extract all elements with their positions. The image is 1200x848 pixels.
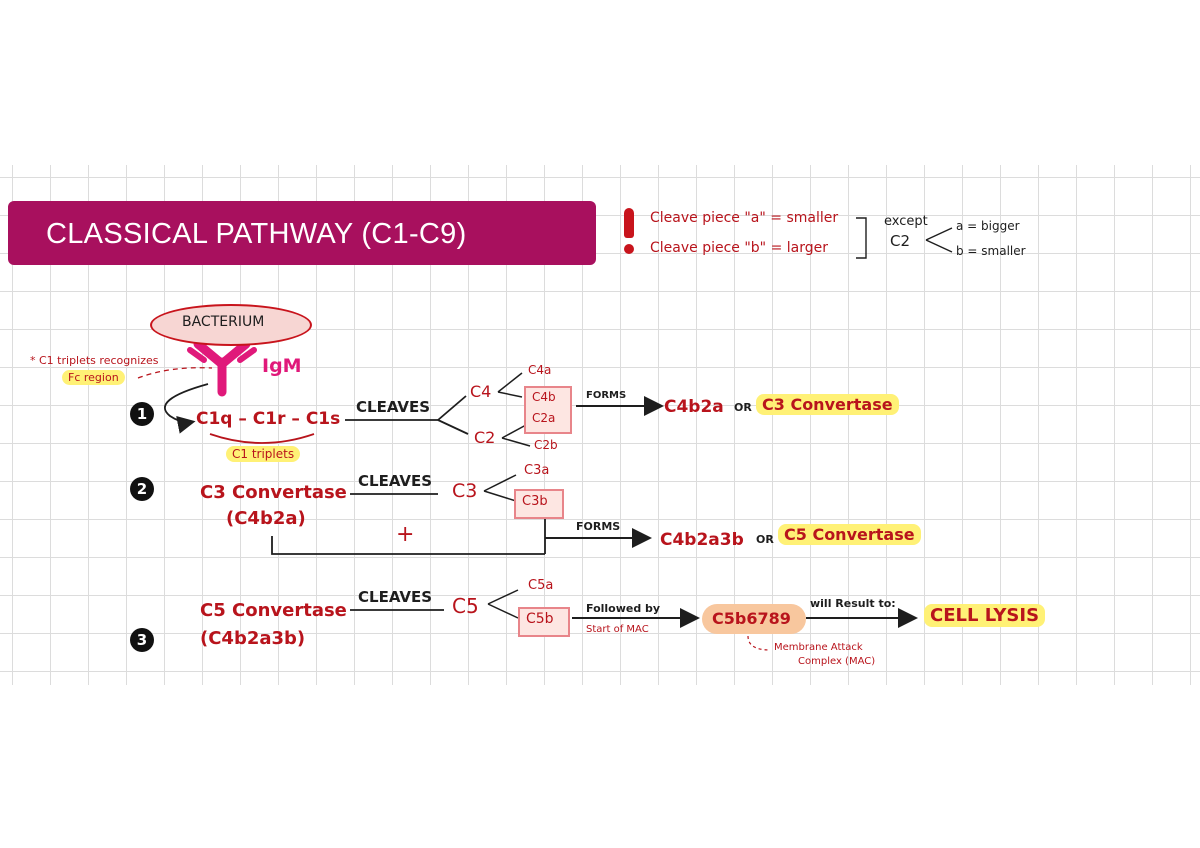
- result-label: will Result to:: [810, 597, 896, 610]
- c5a-label: C5a: [528, 578, 554, 593]
- c1-triplets-label: C1 triplets: [226, 446, 301, 462]
- step2-enzyme: C3 Convertase: [200, 482, 347, 503]
- c3b-label: C3b: [522, 494, 548, 509]
- fc-annotation-dashed-line: [137, 367, 213, 379]
- step1-or: OR: [734, 401, 752, 414]
- c2-label: C2: [474, 428, 496, 447]
- c2a-label: C2a: [532, 411, 556, 425]
- page-title: CLASSICAL PATHWAY (C1-C9): [46, 218, 467, 250]
- step3-cleaves-label: CLEAVES: [358, 588, 433, 606]
- title-banner: [8, 201, 596, 265]
- c5-label: C5: [452, 594, 479, 618]
- c4b-label: C4b: [532, 390, 556, 404]
- igm-label: IgM: [262, 355, 302, 377]
- plus-sign: +: [396, 522, 415, 547]
- step-3-badge: 3: [130, 628, 154, 652]
- c5b-label: C5b: [526, 611, 554, 627]
- c1-triplets-bracket: [209, 433, 315, 444]
- c4b-c2a-box: [524, 386, 572, 434]
- step-1-badge: 1: [130, 402, 154, 426]
- step1-product: C4b2a: [664, 397, 724, 417]
- note-line-b: Cleave piece "b" = larger: [650, 240, 828, 256]
- mac-note-dashed-line: [747, 635, 771, 651]
- note-line-a: Cleave piece "a" = smaller: [650, 210, 839, 226]
- mac-note-line-1: Membrane Attack: [774, 642, 863, 653]
- mac-note-line-2: Complex (MAC): [798, 656, 876, 667]
- except-term: C2: [890, 232, 911, 250]
- annotation-line-2: Fc region: [62, 370, 125, 385]
- except-a-bigger: a = bigger: [956, 219, 1020, 233]
- step2-product: C4b2a3b: [660, 530, 744, 550]
- c3b-box: [514, 489, 564, 519]
- c1-complex: C1q – C1r – C1s: [196, 409, 341, 429]
- except-label: except: [884, 214, 928, 229]
- c4-label: C4: [470, 382, 492, 401]
- start-of-mac-label: Start of MAC: [586, 624, 649, 635]
- followed-by-label: Followed by: [586, 602, 661, 615]
- mac-complex: C5b6789: [712, 609, 791, 628]
- step2-forms-label: FORMS: [576, 520, 621, 533]
- annotation-line-1: * C1 triplets recognizes: [30, 354, 159, 367]
- mac-highlight: [702, 604, 806, 634]
- except-b-smaller: b = smaller: [956, 244, 1026, 258]
- c2b-label: C2b: [534, 438, 558, 452]
- c4a-label: C4a: [528, 363, 552, 377]
- step-2-badge: 2: [130, 477, 154, 501]
- c5-convertase-label: C5 Convertase: [778, 524, 921, 545]
- step2-enzyme-sub: (C4b2a): [226, 508, 306, 529]
- step2-cleaves-label: CLEAVES: [358, 472, 433, 490]
- step3-enzyme: C5 Convertase: [200, 600, 347, 621]
- bacterium-label: BACTERIUM: [182, 314, 265, 330]
- step1-cleaves-label: CLEAVES: [356, 398, 431, 416]
- step2-or: OR: [756, 533, 774, 546]
- c3a-label: C3a: [524, 463, 550, 478]
- warning-icon: [620, 208, 638, 256]
- step1-forms-label: FORMS: [586, 390, 627, 401]
- c3-label: C3: [452, 480, 478, 502]
- igm-antibody-shape: [187, 339, 257, 397]
- cell-lysis-label: CELL LYSIS: [924, 604, 1046, 627]
- step3-enzyme-sub: (C4b2a3b): [200, 628, 306, 649]
- c3-convertase-label: C3 Convertase: [756, 394, 899, 415]
- bacterium-shape: [150, 304, 312, 346]
- antibody-to-c1-arrow: [164, 383, 209, 434]
- c5b-box: [518, 607, 570, 637]
